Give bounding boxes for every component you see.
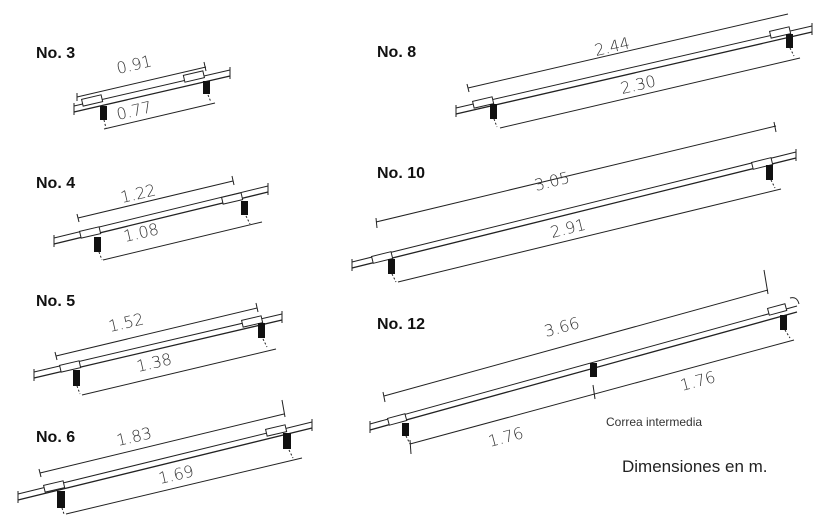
dimension-span: 1.08 xyxy=(122,219,161,246)
dimension-span-left: 1.76 xyxy=(486,423,525,451)
support-post xyxy=(73,370,80,386)
diagram-label: No. 4 xyxy=(36,175,75,192)
beam-drawing xyxy=(351,121,797,283)
support-post xyxy=(241,201,248,215)
support-post xyxy=(258,323,265,338)
support-post xyxy=(490,104,497,119)
support-post xyxy=(388,259,395,274)
diagram-no-10: No. 10 3.05 2.91 xyxy=(351,121,797,283)
diagram-label: No. 12 xyxy=(377,316,425,333)
diagram-no-4: No. 4 1.22 1.08 xyxy=(36,175,269,261)
diagram-label: No. 3 xyxy=(36,45,75,62)
diagram-label: No. 6 xyxy=(36,429,75,446)
dimension-total: 1.83 xyxy=(115,423,154,450)
dimension-total: 0.91 xyxy=(115,51,154,78)
diagram-label: No. 10 xyxy=(377,165,425,182)
beam-drawing xyxy=(33,302,283,396)
dimension-span-right: 1.76 xyxy=(678,367,717,395)
support-post xyxy=(94,237,101,252)
dimension-total: 1.22 xyxy=(119,180,158,207)
diagram-no-3: No. 3 0.91 0.77 xyxy=(36,45,231,130)
diagram-no-12: No. 12 3.66 1.76 1.76 Correa intermedia xyxy=(369,269,800,455)
diagram-label: No. 5 xyxy=(36,293,75,310)
support-post xyxy=(402,423,409,436)
dimension-total: 2.44 xyxy=(593,33,632,60)
beam-drawing xyxy=(73,61,231,130)
dimension-total: 3.05 xyxy=(532,168,571,195)
support-post xyxy=(786,34,793,48)
dimension-span: 1.69 xyxy=(157,461,196,488)
intermediate-purlin-note: Correa intermedia xyxy=(606,415,702,429)
support-post xyxy=(100,106,107,120)
diagram-label: No. 8 xyxy=(377,44,416,61)
support-post xyxy=(780,315,787,330)
beam-drawing xyxy=(455,13,813,129)
diagram-no-6: No. 6 1.83 1.69 xyxy=(17,399,313,515)
beam-drawing xyxy=(369,269,800,455)
support-post xyxy=(57,491,65,508)
support-post xyxy=(203,81,210,94)
dimension-total: 3.66 xyxy=(542,313,581,341)
diagram-no-8: No. 8 2.44 2.30 xyxy=(377,13,813,129)
beam-drawing xyxy=(17,399,313,515)
diagram-no-5: No. 5 1.52 1.38 xyxy=(33,293,283,396)
units-note: Dimensiones en m. xyxy=(622,457,768,476)
dimension-total: 1.52 xyxy=(107,309,146,336)
beam-drawing xyxy=(53,175,269,261)
support-post xyxy=(766,165,773,180)
support-post-intermediate xyxy=(590,363,597,377)
support-post xyxy=(283,433,291,449)
